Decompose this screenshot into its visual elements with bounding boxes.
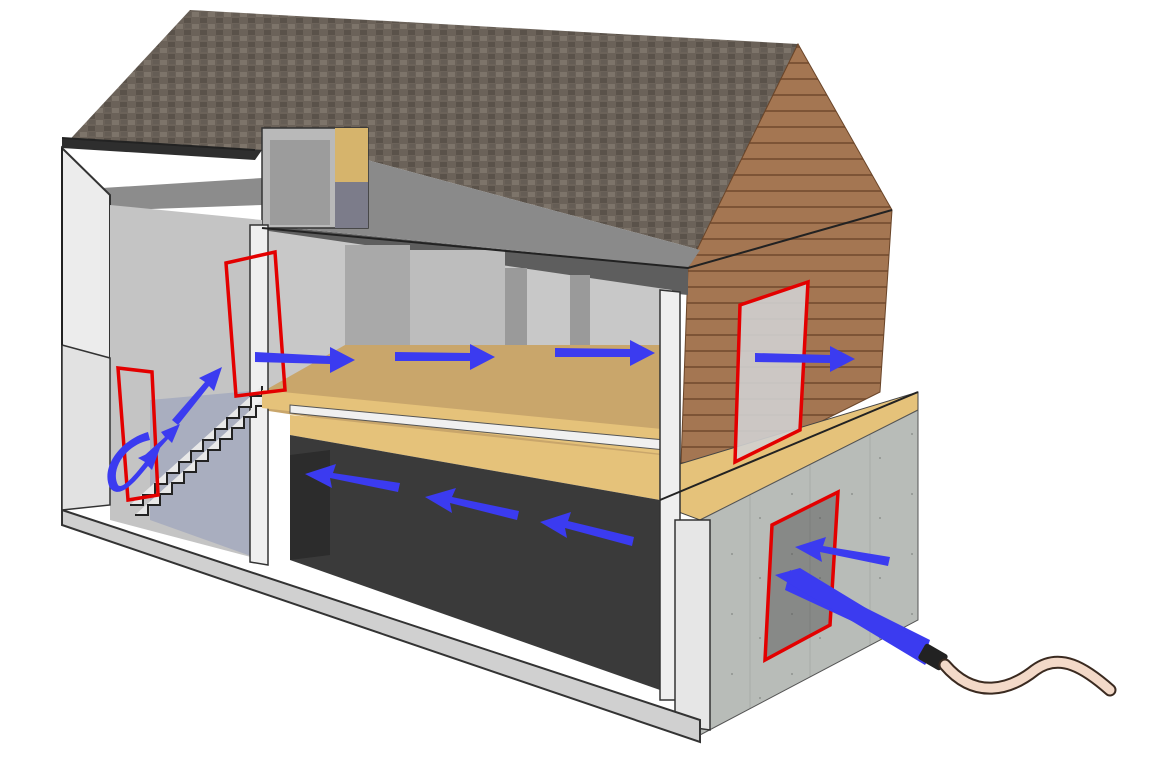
left-lower-wall-cut — [62, 345, 110, 510]
foundation-front-cut — [675, 520, 710, 730]
chimney — [262, 128, 368, 228]
basement-back-panel — [290, 450, 330, 560]
